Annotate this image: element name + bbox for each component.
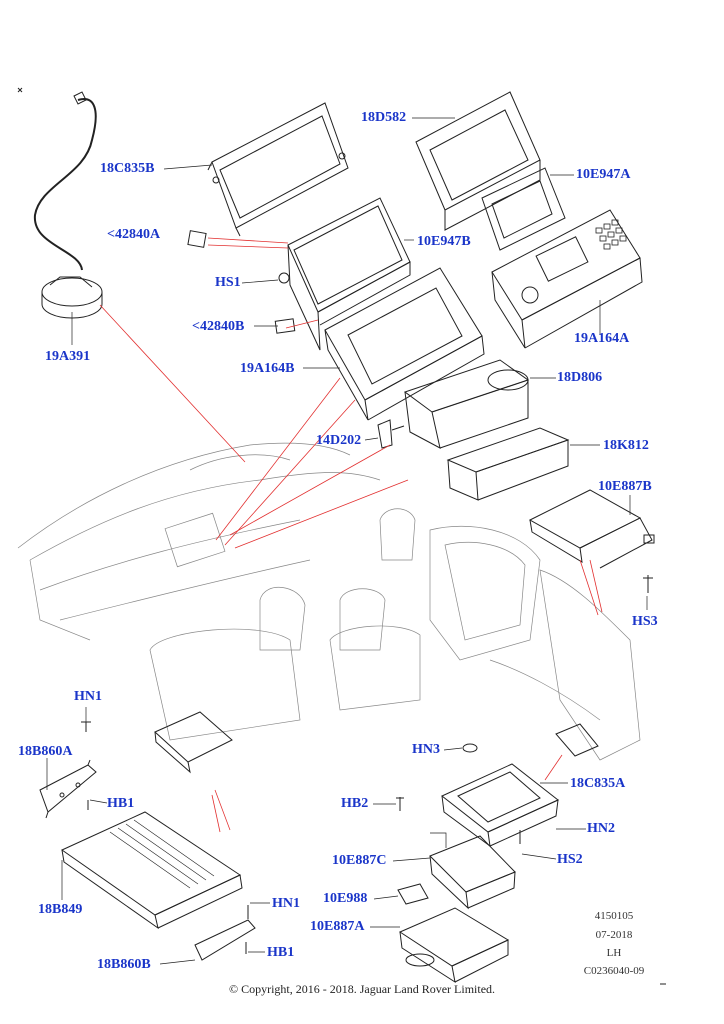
- callout-19A164B: 19A164B: [240, 361, 295, 376]
- callout-10E887B: 10E887B: [598, 479, 652, 494]
- part-19A391: [33, 91, 103, 319]
- callout-HB1-right: HB1: [267, 945, 295, 960]
- callout-18B860B: 18B860B: [97, 957, 151, 972]
- callout-19A164A: 19A164A: [574, 331, 630, 346]
- callout-HS2: HS2: [557, 852, 583, 867]
- meta-date: 07-2018: [595, 929, 633, 941]
- part-seat-module: [154, 711, 233, 774]
- part-HN1-left: [81, 721, 91, 732]
- callout-HN1-right: HN1: [272, 896, 300, 911]
- callout-HN2: HN2: [587, 821, 615, 836]
- vehicle-dashboard: [17, 442, 381, 641]
- part-18D806: [403, 359, 530, 449]
- part-18C835B: [207, 102, 349, 237]
- callout-18K812: 18K812: [603, 438, 649, 453]
- callout-18C835A: 18C835A: [570, 776, 626, 791]
- part-18B849: [60, 811, 243, 930]
- callout-HN3: HN3: [412, 742, 440, 757]
- part-10E947A: [481, 167, 566, 251]
- part-19A164B: [324, 267, 485, 421]
- part-18B860B: [194, 905, 256, 961]
- part-10E887C: [429, 835, 516, 910]
- callout-HS3: HS3: [632, 614, 658, 629]
- callout-18B860A: 18B860A: [18, 744, 73, 759]
- callout-10E887C: 10E887C: [332, 853, 387, 868]
- callout-42840A: <42840A: [107, 227, 161, 242]
- part-10E887B: [528, 489, 655, 569]
- callout-19A391: 19A391: [45, 349, 91, 364]
- part-HB2: [396, 797, 404, 811]
- callout-10E947B: 10E947B: [417, 234, 471, 249]
- meta-ref: 4150105: [594, 910, 634, 922]
- part-10E947B: [287, 197, 411, 351]
- meta-code: C0236040-09: [583, 965, 645, 977]
- callout-HB1-left: HB1: [107, 796, 135, 811]
- callout-HS1: HS1: [215, 275, 241, 290]
- callout-leaders: [46, 117, 648, 965]
- callout-10E887A: 10E887A: [310, 919, 365, 934]
- vehicle-front-seats: [149, 508, 421, 741]
- callout-18D582: 18D582: [361, 110, 407, 125]
- part-HN3: [462, 743, 478, 753]
- part-18D582: [415, 91, 541, 231]
- copyright-notice: © Copyright, 2016 - 2018. Jaguar Land Ro…: [228, 982, 496, 996]
- vehicle-rear-door: [429, 525, 641, 761]
- callout-18B849: 18B849: [38, 902, 83, 917]
- part-HS3: [643, 575, 653, 593]
- part-rear-module: [555, 723, 599, 757]
- part-19A164A: [491, 209, 643, 349]
- part-18K812: [446, 427, 570, 501]
- part-14D202: [377, 419, 405, 449]
- callout-HN1-left: HN1: [74, 689, 102, 704]
- corner-mark-icon: [17, 87, 23, 93]
- part-HS1: [278, 272, 290, 284]
- callout-HB2: HB2: [341, 796, 369, 811]
- callout-42840B: <42840B: [192, 319, 245, 334]
- callout-18C835B: 18C835B: [100, 161, 155, 176]
- callout-14D202: 14D202: [316, 433, 362, 448]
- callout-18D806: 18D806: [557, 370, 603, 385]
- part-18B860A: [39, 759, 97, 819]
- location-leaders: [99, 237, 603, 833]
- part-10E887A: [398, 907, 510, 984]
- callout-10E988: 10E988: [323, 891, 368, 906]
- part-10E988: [397, 883, 429, 905]
- meta-side: LH: [606, 947, 622, 959]
- part-18C835A: [441, 763, 559, 848]
- callout-10E947A: 10E947A: [576, 167, 631, 182]
